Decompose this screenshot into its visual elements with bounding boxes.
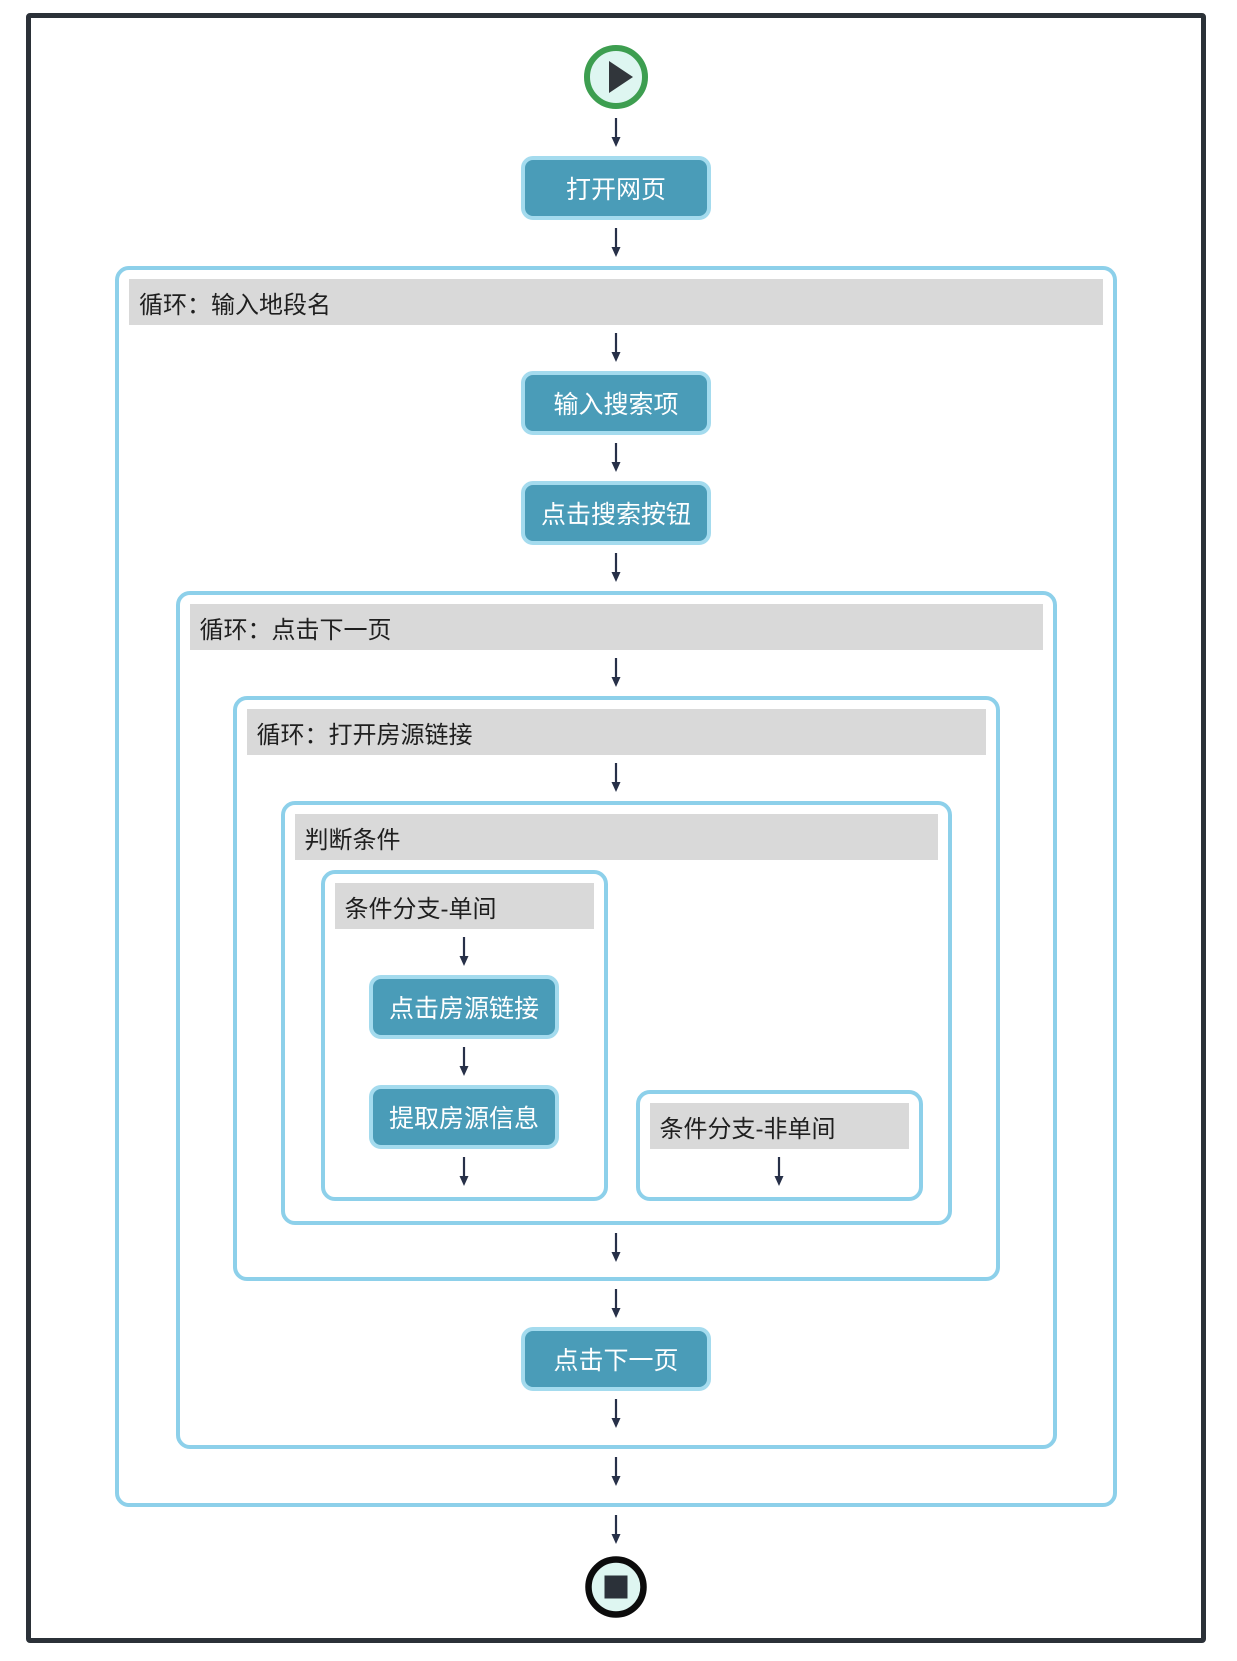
loop-header-input-location[interactable]: 循环：输入地段名 bbox=[129, 279, 1103, 325]
branch-header-single-room[interactable]: 条件分支-单间 bbox=[334, 883, 594, 929]
step-extract-listing-button[interactable]: 提取房源信息 bbox=[369, 1085, 559, 1149]
step-click-listing-button[interactable]: 点击房源链接 bbox=[369, 975, 559, 1039]
down-arrow-icon bbox=[611, 1515, 621, 1544]
loop-container-next-page: 循环：点击下一页 循环：打开房源链接 判断条件 条件分支-单间 bbox=[175, 591, 1057, 1449]
loop-container-input-location: 循环：输入地段名 输入搜索项 点击搜索按钮 循环：点击下一页 循环：打开房源链接… bbox=[115, 266, 1117, 1507]
down-arrow-icon bbox=[459, 937, 469, 966]
down-arrow-icon bbox=[611, 1289, 621, 1318]
loop-header-open-listing[interactable]: 循环：打开房源链接 bbox=[246, 709, 986, 755]
step-click-next-page-button[interactable]: 点击下一页 bbox=[521, 1327, 711, 1391]
branch-container-single-room: 条件分支-单间 点击房源链接 提取房源信息 bbox=[320, 870, 608, 1201]
down-arrow-icon bbox=[611, 553, 621, 582]
loop-container-open-listing: 循环：打开房源链接 判断条件 条件分支-单间 点击房源链接 bbox=[232, 696, 1000, 1281]
start-icon[interactable] bbox=[583, 44, 649, 110]
down-arrow-icon bbox=[611, 118, 621, 147]
condition-header[interactable]: 判断条件 bbox=[294, 814, 938, 860]
down-arrow-icon bbox=[611, 333, 621, 362]
branch-header-not-single-room[interactable]: 条件分支-非单间 bbox=[649, 1103, 909, 1149]
loop-header-next-page[interactable]: 循环：点击下一页 bbox=[189, 604, 1043, 650]
branch-container-not-single-room: 条件分支-非单间 bbox=[635, 1090, 923, 1201]
down-arrow-icon bbox=[459, 1157, 469, 1186]
step-click-search-button[interactable]: 点击搜索按钮 bbox=[521, 481, 711, 545]
down-arrow-icon bbox=[774, 1157, 784, 1186]
flowchart-canvas-frame: 打开网页 循环：输入地段名 输入搜索项 点击搜索按钮 循环：点击下一页 循环：打… bbox=[26, 13, 1206, 1643]
workflow-flowchart: 打开网页 循环：输入地段名 输入搜索项 点击搜索按钮 循环：点击下一页 循环：打… bbox=[31, 18, 1201, 1638]
down-arrow-icon bbox=[611, 658, 621, 687]
condition-branches-row: 条件分支-单间 点击房源链接 提取房源信息 条件分支-非单间 bbox=[285, 870, 948, 1201]
down-arrow-icon bbox=[611, 228, 621, 257]
step-open-webpage-button[interactable]: 打开网页 bbox=[521, 156, 711, 220]
condition-container: 判断条件 条件分支-单间 点击房源链接 提取房源信息 bbox=[280, 801, 952, 1225]
down-arrow-icon bbox=[611, 1233, 621, 1262]
down-arrow-icon bbox=[611, 1399, 621, 1428]
down-arrow-icon bbox=[611, 443, 621, 472]
down-arrow-icon bbox=[611, 1457, 621, 1486]
down-arrow-icon bbox=[611, 763, 621, 792]
down-arrow-icon bbox=[459, 1047, 469, 1076]
step-input-search-button[interactable]: 输入搜索项 bbox=[521, 371, 711, 435]
end-icon[interactable] bbox=[584, 1555, 648, 1619]
